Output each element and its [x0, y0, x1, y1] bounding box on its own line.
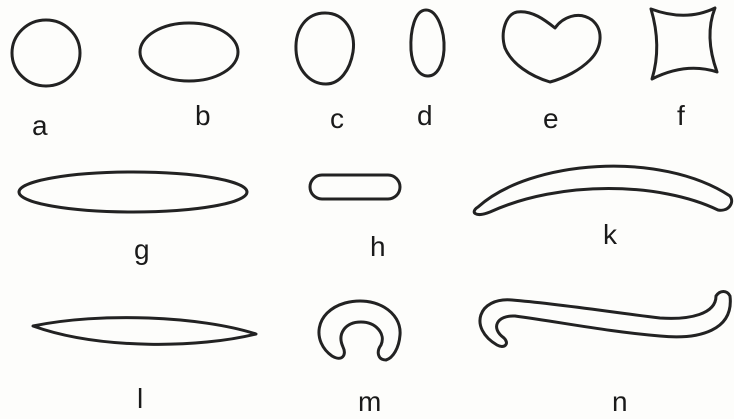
- label-d: d: [417, 102, 433, 130]
- label-m: m: [358, 388, 381, 416]
- shape-f-concave-square: [651, 8, 717, 79]
- label-l: l: [137, 385, 143, 413]
- label-n: n: [612, 388, 628, 416]
- label-k: k: [603, 221, 617, 249]
- shape-k-arc: [474, 166, 731, 214]
- shape-g-long-ellipse: [19, 172, 247, 212]
- shape-b-oval: [140, 23, 238, 81]
- shape-d-teardrop: [411, 10, 444, 76]
- label-a: a: [32, 112, 48, 140]
- shape-l-spindle: [33, 318, 256, 345]
- shape-n-s-curve: [480, 292, 730, 347]
- shape-a-circle: [12, 20, 80, 86]
- shape-c-egg: [296, 13, 354, 84]
- label-b: b: [195, 102, 211, 130]
- shape-e-heart: [503, 12, 600, 82]
- label-f: f: [677, 102, 685, 130]
- label-e: e: [543, 105, 559, 133]
- shape-h-capsule: [310, 175, 400, 199]
- shape-m-horseshoe: [319, 301, 400, 360]
- label-g: g: [134, 236, 150, 264]
- label-c: c: [330, 105, 344, 133]
- label-h: h: [370, 233, 386, 261]
